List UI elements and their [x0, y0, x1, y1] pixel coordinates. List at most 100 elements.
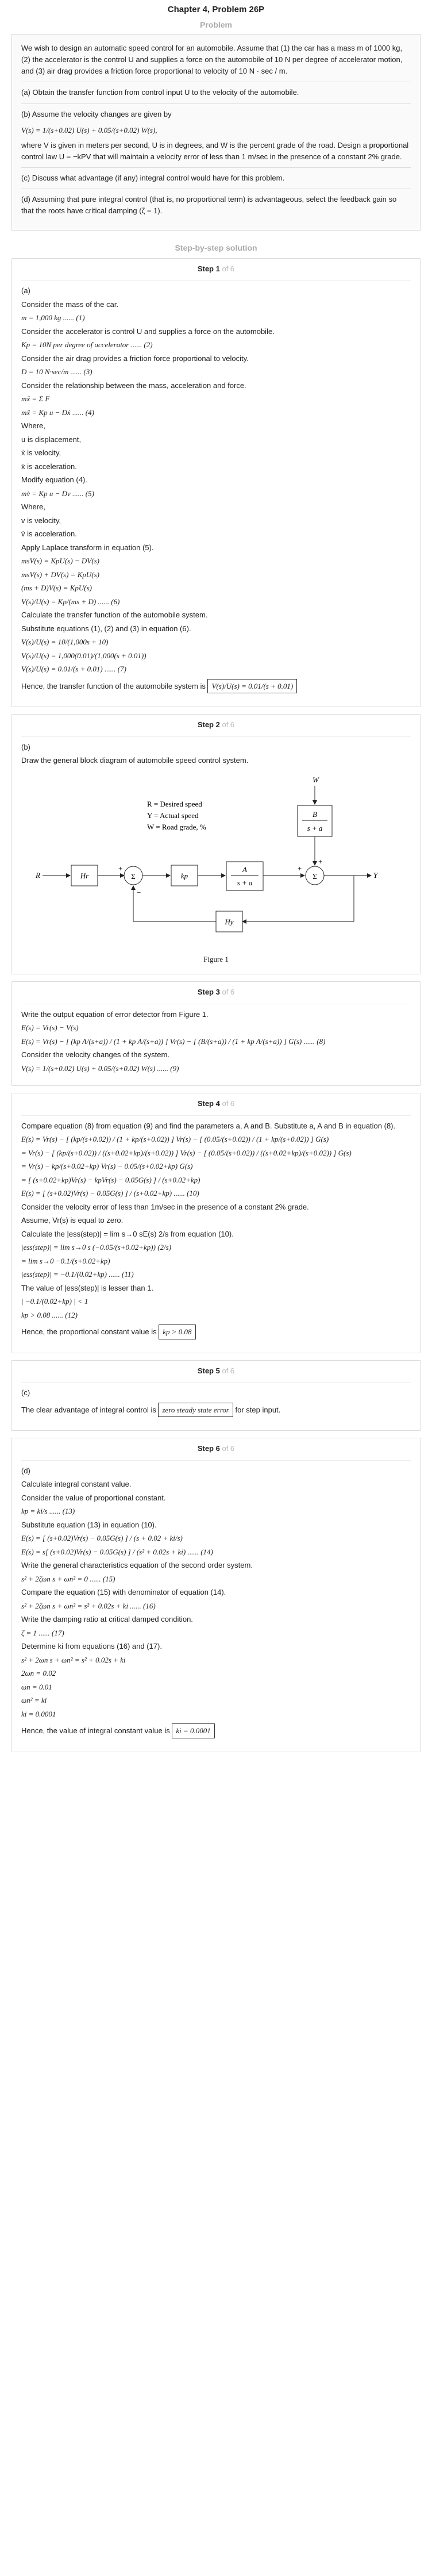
text-line: Calculate the |ess(step)| = lim s→0 sE(s… — [21, 1229, 234, 1238]
equation-line: E(s) = [ (s+0.02)Vr(s) − 0.05G(s) ] / (s… — [21, 1534, 183, 1543]
equation-line: s² + 2ζωn s + ωn² = 0 ...... (15) — [21, 1574, 115, 1583]
equation-line: s² + 2ωn s + ωn² = s² + 0.02s + ki — [21, 1655, 126, 1664]
legend-y: Y = Actual speed — [147, 811, 199, 820]
equation-line: kp = ki/s ...... (13) — [21, 1507, 75, 1516]
text-line: Write the output equation of error detec… — [21, 1009, 209, 1019]
step-count: of 6 — [222, 264, 235, 273]
sum1-symbol: Σ — [131, 872, 136, 881]
equation-line: 2ωn = 0.02 — [21, 1669, 56, 1678]
conclusion-text: The clear advantage of integral control … — [21, 1405, 156, 1414]
step-1: Step 1 of 6 (a) Consider the mass of the … — [11, 258, 421, 708]
equation-line: s² + 2ζωn s + ωn² = s² + 0.02s + ki ....… — [21, 1601, 156, 1610]
step-title: Step 2 — [197, 720, 220, 730]
kp-block — [171, 865, 198, 886]
text-line: (b) — [21, 742, 30, 751]
conclusion-text: Hence, the transfer function of the auto… — [21, 681, 206, 690]
equation-line: E(s) = s[ (s+0.02)Vr(s) − 0.05G(s) ] / (… — [21, 1547, 213, 1556]
hr-label: Hr — [80, 872, 89, 880]
equation-line: kp > 0.08 ...... (12) — [21, 1310, 78, 1319]
text-line: Write the damping ratio at critical damp… — [21, 1615, 193, 1624]
step-header: Step 6 of 6 — [21, 1442, 411, 1461]
text-line: Consider the mass of the car. — [21, 300, 119, 309]
sum2-plus-top: + — [318, 857, 322, 866]
block-diagram: R = Desired speed Y = Actual speed W = R… — [21, 772, 411, 950]
equation-line: msV(s) = KpU(s) − DV(s) — [21, 556, 99, 566]
sum1-minus: − — [137, 888, 141, 897]
step-count: of 6 — [222, 988, 235, 997]
equation-line: ζ = 1 ...... (17) — [21, 1628, 64, 1637]
step-5: Step 5 of 6 (c) The clear advantage of i… — [11, 1360, 421, 1431]
sum2-plus-left: + — [298, 864, 302, 873]
a-den: s + a — [237, 878, 253, 887]
text-line: Compare the equation (15) with denominat… — [21, 1588, 226, 1597]
text-line: Draw the general block diagram of automo… — [21, 756, 249, 765]
text-line: (d) — [21, 1466, 30, 1475]
step-conclusion: The clear advantage of integral control … — [21, 1401, 411, 1419]
equation-line: D = 10 N·sec/m ...... (3) — [21, 367, 92, 377]
step-body: (b) Draw the general block diagram of aut… — [21, 742, 411, 766]
text-line: Modify equation (4). — [21, 475, 87, 485]
text-line: v is velocity, — [21, 516, 61, 525]
text-line: v̇ is acceleration. — [21, 529, 77, 539]
step-body: Compare equation (8) from equation (9) a… — [21, 1120, 411, 1321]
y-label: Y — [373, 871, 379, 880]
step-header: Step 1 of 6 — [21, 262, 411, 281]
conclusion-text: Hence, the proportional constant value i… — [21, 1327, 157, 1337]
text-line: Substitute equation (13) in equation (10… — [21, 1520, 157, 1529]
problem-part-b: (b) Assume the velocity changes are give… — [21, 109, 172, 118]
text-line: Consider the velocity changes of the sys… — [21, 1050, 169, 1059]
a-num: A — [242, 865, 247, 874]
step-conclusion: Hence, the proportional constant value i… — [21, 1323, 411, 1341]
divider — [21, 103, 411, 104]
step-6: Step 6 of 6 (d) Calculate integral consta… — [11, 1438, 421, 1752]
text-line: Where, — [21, 502, 45, 512]
text-line: Calculate integral constant value. — [21, 1480, 132, 1489]
text-line: Substitute equations (1), (2) and (3) in… — [21, 624, 191, 633]
text-line: Apply Laplace transform in equation (5). — [21, 543, 154, 552]
kp-label: kp — [181, 872, 188, 880]
b-den: s + a — [307, 824, 323, 832]
equation-line: E(s) = Vr(s) − V(s) — [21, 1023, 79, 1032]
equation-line: V(s)/U(s) = 10/(1,000s + 10) — [21, 638, 109, 647]
text-line: Consider the relationship between the ma… — [21, 381, 246, 390]
text-line: Write the general characteristics equati… — [21, 1561, 253, 1570]
legend-w: W = Road grade, % — [147, 823, 206, 831]
step-title: Step 4 — [197, 1099, 220, 1108]
block-diagram-svg: R = Desired speed Y = Actual speed W = R… — [35, 776, 379, 932]
step-header: Step 4 of 6 — [21, 1097, 411, 1116]
r-label: R — [35, 871, 40, 880]
step-body: (a)Consider the mass of the car.m = 1,00… — [21, 285, 411, 675]
step-2: Step 2 of 6 (b)Draw the general block di… — [11, 714, 421, 975]
equation-line: |ess(step)| = −0.1/(0.02+kp) ...... (11) — [21, 1270, 134, 1279]
answer-box: zero steady state error — [158, 1402, 233, 1418]
step-body: Write the output equation of error detec… — [21, 1009, 411, 1074]
step-body: (d) Calculate integral constant value. Con… — [21, 1465, 411, 1720]
hy-label: Hy — [224, 917, 233, 926]
problem-part-d: (d) Assuming that pure integral control … — [21, 195, 397, 216]
equation-line: E(s) = Vr(s) − [ (kp/(s+0.02)) / (1 + kp… — [21, 1135, 329, 1144]
step-title: Step 6 — [197, 1444, 220, 1453]
equation-line: E(s) = [ (s+0.02)Vr(s) − 0.05G(s) ] / (s… — [21, 1189, 199, 1198]
step-count: of 6 — [222, 1099, 235, 1108]
problem-part-b-equation: V(s) = 1/(s+0.02) U(s) + 0.05/(s+0.02) W… — [21, 125, 157, 135]
problem-part-a: (a) Obtain the transfer function from co… — [21, 88, 299, 97]
step-count: of 6 — [222, 1444, 235, 1453]
b-num: B — [313, 810, 317, 819]
step-3: Step 3 of 6 Write the output equation of… — [11, 981, 421, 1087]
text-line: u is displacement, — [21, 435, 82, 444]
equation-line: ωn = 0.01 — [21, 1682, 52, 1691]
divider — [21, 167, 411, 168]
equation-line: V(s) = 1/(s+0.02) U(s) + 0.05/(s+0.02) W… — [21, 1064, 179, 1073]
step-conclusion: Hence, the value of integral constant va… — [21, 1722, 411, 1740]
solution-page: Chapter 4, Problem 26P Problem We wish t… — [11, 5, 421, 1752]
text-line: Determine ki from equations (16) and (17… — [21, 1642, 162, 1651]
text-line: Consider the air drag provides a frictio… — [21, 354, 249, 363]
equation-line: V(s)/U(s) = 1,000(0.01)/(1,000(s + 0.01)… — [21, 651, 146, 660]
text-line: Consider the accelerator is control U an… — [21, 327, 275, 336]
step-conclusion: Hence, the transfer function of the auto… — [21, 677, 411, 696]
text-line: Consider the value of proportional const… — [21, 1493, 166, 1502]
text-line: (a) — [21, 286, 30, 295]
figure-caption: Figure 1 — [203, 954, 229, 963]
answer-box: ki = 0.0001 — [172, 1723, 215, 1738]
equation-line: = Vr(s) − kp/(s+0.02+kp) Vr(s) − 0.05/(s… — [21, 1162, 193, 1171]
